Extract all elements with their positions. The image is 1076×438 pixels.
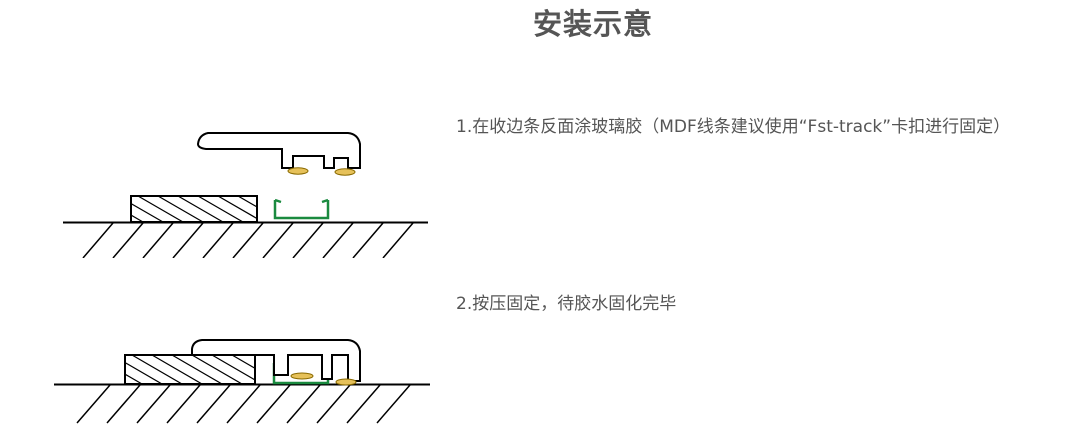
step-2-text: 2.按压固定，待胶水固化完毕 xyxy=(456,294,677,314)
floor-board xyxy=(130,195,258,223)
ground-hatch xyxy=(82,223,414,258)
step-1-text: 1.在收边条反面涂玻璃胶（MDF线条建议使用“Fst-track”卡扣进行固定） xyxy=(456,117,1011,137)
glue-dot xyxy=(290,372,314,380)
diagram-step-2 xyxy=(54,339,430,424)
ground-hatch xyxy=(76,385,411,424)
glue-dot xyxy=(334,168,356,176)
glue-dot xyxy=(335,378,357,386)
diagram-step-1 xyxy=(63,132,428,258)
trim-profile xyxy=(191,339,361,382)
fst-track xyxy=(273,198,330,220)
page-title: 安装示意 xyxy=(532,7,653,41)
trim-profile xyxy=(196,132,361,169)
glue-dot xyxy=(287,167,309,175)
floor-board xyxy=(124,354,256,385)
